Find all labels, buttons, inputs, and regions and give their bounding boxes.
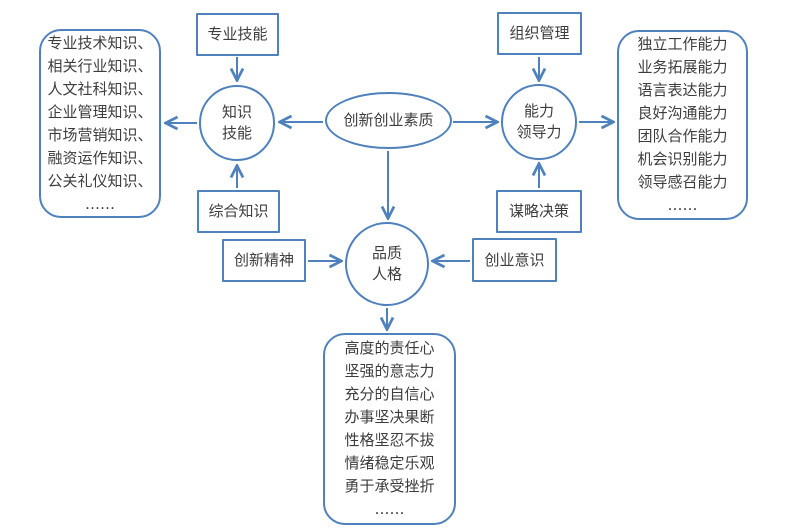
list-line: 坚强的意志力 [344,362,435,380]
node-professional-skill[interactable]: 专业技能 [196,13,279,56]
node-personality-character[interactable]: 品质 人格 [345,222,429,306]
list-line: …… [85,194,115,213]
list-line: 情绪稳定乐观 [344,454,435,472]
list-line: 市场营销知识、 [47,125,153,144]
node-comprehensive-knowledge-label: 综合知识 [208,202,269,220]
list-line: 性格坚忍不拔 [344,431,435,449]
list-line: 领导感召能力 [637,173,728,191]
list-line: 企业管理知识、 [47,102,153,121]
node-organization-management[interactable]: 组织管理 [497,12,582,55]
node-knowledge-skills-label: 知识 技能 [221,103,252,142]
list-line: 人文社科知识、 [47,79,153,98]
node-personality-character-label: 品质 人格 [371,244,402,283]
list-line: 融资运作知识、 [47,148,153,167]
personality-items-panel: 高度的责任心坚强的意志力充分的自信心办事坚决果断性格坚忍不拔情绪稳定乐观勇于承受… [323,333,456,525]
node-strategy-decision-label: 谋略决策 [508,202,569,220]
list-line: 充分的自信心 [344,385,435,403]
list-line: 办事坚决果断 [344,408,435,426]
list-line: 勇于承受挫折 [344,477,435,495]
node-entrepreneurial-awareness-label: 创业意识 [484,250,545,269]
list-line: …… [374,500,405,518]
node-organization-management-label: 组织管理 [509,24,570,42]
node-knowledge-skills[interactable]: 知识 技能 [199,85,275,161]
node-innovation-spirit-label: 创新精神 [233,251,294,269]
node-comprehensive-knowledge[interactable]: 综合知识 [197,190,280,233]
list-line: …… [667,196,698,214]
knowledge-items-panel: 专业技术知识、相关行业知识、人文社科知识、企业管理知识、市场营销知识、融资运作知… [39,29,161,218]
node-innovation-spirit[interactable]: 创新精神 [222,239,306,282]
list-line: 高度的责任心 [344,339,435,357]
list-line: 独立工作能力 [637,35,728,53]
node-ability-leadership-label: 能力 领导力 [516,102,562,141]
list-line: 机会识别能力 [637,150,728,168]
list-line: 相关行业知识、 [47,56,153,75]
node-professional-skill-label: 专业技能 [207,25,268,43]
node-center-quality[interactable]: 创新创业素质 [325,92,452,149]
ability-items-panel: 独立工作能力业务拓展能力语言表达能力良好沟通能力团队合作能力机会识别能力领导感召… [617,30,748,220]
list-line: 业务拓展能力 [637,58,728,76]
node-center-quality-label: 创新创业素质 [343,111,434,129]
list-line: 语言表达能力 [637,81,728,99]
list-line: 团队合作能力 [637,127,728,145]
node-ability-leadership[interactable]: 能力 领导力 [501,84,577,160]
node-entrepreneurial-awareness[interactable]: 创业意识 [472,238,557,282]
list-line: 专业技术知识、 [47,33,153,52]
list-line: 良好沟通能力 [637,104,728,122]
list-line: 公关礼仪知识、 [47,171,153,190]
node-strategy-decision[interactable]: 谋略决策 [496,190,582,233]
